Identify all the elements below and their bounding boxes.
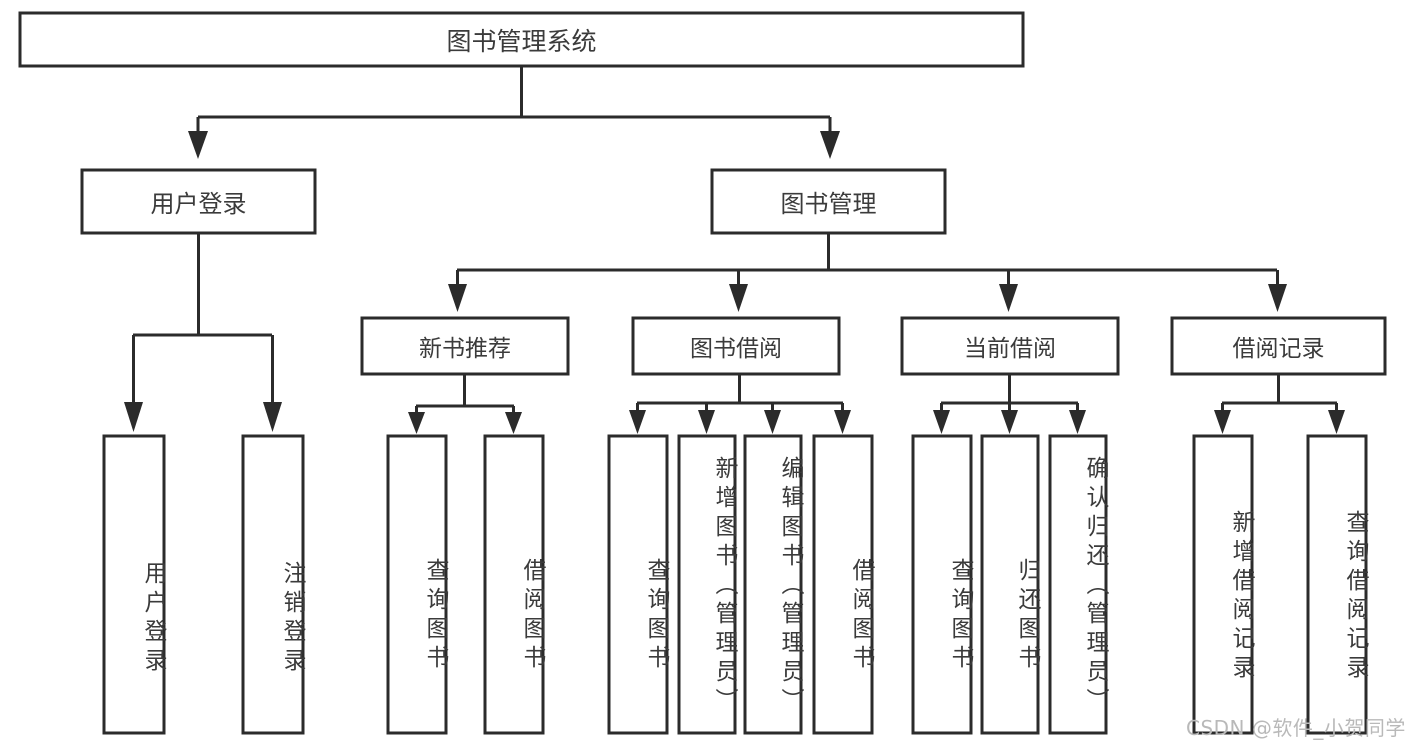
node-leaf-borrow-book-2-box[interactable] bbox=[812, 434, 874, 735]
arrow-leaf-add-record-icon bbox=[1214, 410, 1231, 434]
node-leaf-query-book-2-box[interactable] bbox=[607, 434, 669, 735]
arrow-leaf-borrow-book-1-icon bbox=[505, 412, 522, 434]
node-current-borrow-box[interactable] bbox=[900, 316, 1120, 376]
node-leaf-add-record-box[interactable] bbox=[1192, 434, 1254, 735]
arrow-borrow-record-icon bbox=[1268, 284, 1287, 312]
csdn-watermark: CSDN @软件_小贺同学 bbox=[1186, 716, 1405, 740]
arrow-leaf-query-book-3-icon bbox=[933, 410, 950, 434]
node-leaf-user-login-box[interactable] bbox=[102, 434, 166, 735]
node-leaf-confirm-return-box[interactable] bbox=[1048, 434, 1108, 735]
arrow-leaf-query-record-icon bbox=[1328, 410, 1345, 434]
arrow-leaf-borrow-book-2-icon bbox=[834, 410, 851, 434]
arrow-leaf-edit-book-icon bbox=[764, 410, 781, 434]
arrow-leaf-add-book-icon bbox=[698, 410, 715, 434]
node-book-borrow-box[interactable] bbox=[631, 316, 841, 376]
arrow-leaf-query-book-1-icon bbox=[408, 412, 425, 434]
arrow-leaf-query-book-2-icon bbox=[629, 410, 646, 434]
node-leaf-borrow-book-1-box[interactable] bbox=[483, 434, 545, 735]
node-leaf-query-record-box[interactable] bbox=[1306, 434, 1368, 735]
node-new-book-recommend-box[interactable] bbox=[360, 316, 570, 376]
arrow-current-borrow-icon bbox=[999, 284, 1018, 312]
arrow-leaf-user-login-icon bbox=[124, 402, 143, 432]
node-borrow-record-box[interactable] bbox=[1170, 316, 1387, 376]
node-leaf-query-book-3-box[interactable] bbox=[911, 434, 973, 735]
arrow-root-to-book-management-icon bbox=[820, 131, 840, 159]
node-user-login-box[interactable] bbox=[80, 168, 317, 235]
node-root-box[interactable] bbox=[18, 11, 1025, 68]
arrow-root-to-user-login-icon bbox=[188, 131, 208, 159]
arrow-leaf-user-logout-icon bbox=[263, 402, 282, 432]
node-leaf-add-book-box[interactable] bbox=[677, 434, 737, 735]
arrow-new-book-recommend-icon bbox=[448, 284, 467, 312]
node-leaf-edit-book-box[interactable] bbox=[743, 434, 803, 735]
node-leaf-user-logout-box[interactable] bbox=[241, 434, 305, 735]
node-leaf-query-book-1-box[interactable] bbox=[386, 434, 448, 735]
arrow-leaf-confirm-return-icon bbox=[1069, 410, 1086, 434]
arrow-book-borrow-icon bbox=[729, 284, 748, 312]
arrow-leaf-return-book-icon bbox=[1001, 410, 1018, 434]
node-book-management-box[interactable] bbox=[710, 168, 947, 235]
node-leaf-return-book-box[interactable] bbox=[980, 434, 1040, 735]
